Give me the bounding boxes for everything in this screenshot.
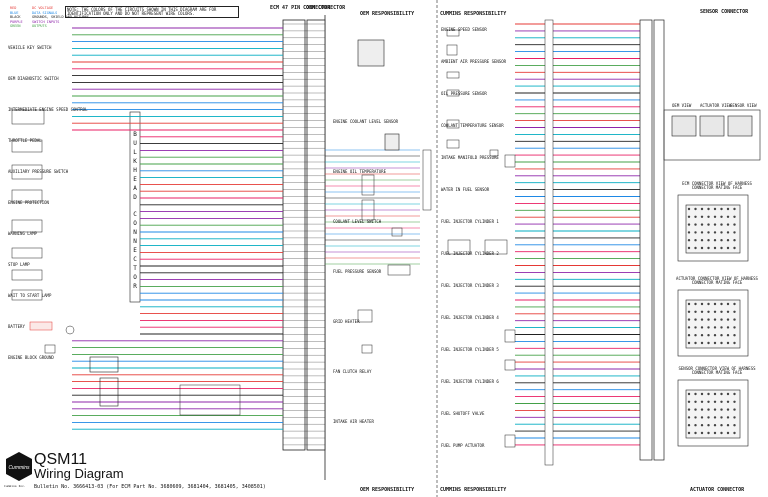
component-label: INTAKE MANIFOLD PRESSURE bbox=[441, 155, 499, 160]
connector-letter: R bbox=[133, 283, 137, 290]
component-label: ENGINE BLOCK GROUND bbox=[8, 355, 54, 360]
color-key-meaning: SWITCH INPUTS bbox=[32, 19, 60, 24]
oem-connector-title: OEM CONNECTOR bbox=[306, 5, 346, 11]
component-label: ENGINE COOLANT LEVEL SENSOR bbox=[333, 119, 399, 124]
component-label: WAIT TO START LAMP bbox=[8, 293, 52, 298]
connector-letter: E bbox=[133, 247, 137, 254]
cummins-responsibility-top: CUMMINS RESPONSIBILITY bbox=[440, 11, 507, 17]
component-label: FAN CLUTCH RELAY bbox=[333, 369, 372, 374]
sensor-view-title: SENSOR VIEW bbox=[730, 103, 757, 108]
component-label: FUEL INJECTOR CYLINDER 5 bbox=[441, 347, 499, 352]
bulkhead-letter: K bbox=[133, 158, 137, 165]
color-key-label: BLUE bbox=[10, 10, 19, 15]
component-label: FUEL PUMP ACTUATOR bbox=[441, 443, 485, 448]
sensor-connector-title: SENSOR CONNECTOR bbox=[700, 9, 749, 15]
component-label: FUEL INJECTOR CYLINDER 2 bbox=[441, 251, 499, 256]
component-label: STOP LAMP bbox=[8, 262, 30, 267]
component-label: FUEL INJECTOR CYLINDER 3 bbox=[441, 283, 499, 288]
component-label: THROTTLE PEDAL bbox=[8, 138, 42, 143]
color-key-label: GREEN bbox=[10, 24, 21, 28]
bulkhead-letter: A bbox=[133, 185, 137, 192]
component-label: WARNING LAMP bbox=[8, 231, 37, 236]
connector-letter: N bbox=[133, 238, 137, 245]
connector-letter: C bbox=[133, 256, 137, 263]
logo-caption: Cummins Inc. bbox=[4, 484, 26, 488]
component-label: FUEL INJECTOR CYLINDER 4 bbox=[441, 315, 499, 320]
component-label: ENGINE PROTECTION bbox=[8, 200, 49, 205]
color-key-label: BLACK bbox=[10, 15, 21, 19]
diagram-model-title: QSM11 bbox=[34, 451, 88, 468]
connector-letter: O bbox=[133, 274, 137, 281]
connector-letter: O bbox=[133, 220, 137, 227]
bulkhead-letter: D bbox=[133, 194, 137, 201]
color-key-label: PURPLE bbox=[10, 19, 23, 24]
component-label: ENGINE OIL TEMPERATURE bbox=[333, 169, 386, 174]
sensor-view-caption: SENSOR CONNECTOR VIEW OF HARNESS CONNECT… bbox=[678, 366, 756, 375]
component-label: GRID HEATER bbox=[333, 319, 360, 324]
component-label: FUEL INJECTOR CYLINDER 1 bbox=[441, 219, 499, 224]
actuator-view-title: ACTUATOR VIEW bbox=[700, 103, 732, 108]
component-label: COOLANT TEMPERATURE SENSOR bbox=[441, 123, 504, 128]
oem-responsibility-top: OEM RESPONSIBILITY bbox=[360, 11, 415, 17]
color-key-meaning: DC VOLTAGE bbox=[32, 6, 54, 10]
component-label: INTAKE AIR HEATER bbox=[333, 419, 374, 424]
component-label: AMBIENT AIR PRESSURE SENSOR bbox=[441, 59, 507, 64]
component-label: AUXILIARY PRESSURE SWITCH bbox=[8, 169, 69, 174]
component-label: WATER IN FUEL SENSOR bbox=[441, 187, 490, 192]
component-label: FUEL PRESSURE SENSOR bbox=[333, 269, 382, 274]
ecm-connector-title: ECM 47 PIN CONNECTOR bbox=[270, 5, 331, 11]
connector-letter: C bbox=[133, 211, 137, 218]
bulkhead-letter: L bbox=[133, 149, 137, 156]
component-label: ENGINE SPEED SENSOR bbox=[441, 27, 487, 32]
component-label: FUEL SHUTOFF VALVE bbox=[441, 411, 485, 416]
actuator-view-caption: ACTUATOR CONNECTOR VIEW OF HARNESS CONNE… bbox=[676, 276, 758, 285]
diagram-subtitle: Wiring Diagram bbox=[34, 466, 124, 481]
component-label: COOLANT LEVEL SWITCH bbox=[333, 219, 382, 224]
connector-letter: T bbox=[133, 265, 137, 272]
oem-responsibility-bottom: OEM RESPONSIBILITY bbox=[360, 487, 415, 493]
actuator-connector-title: ACTUATOR CONNECTOR bbox=[690, 487, 745, 493]
color-key-meaning: DATA SIGNALS bbox=[32, 10, 58, 15]
oem-view-title: OEM VIEW bbox=[672, 103, 692, 108]
color-key-meaning: GROUNDS, SHIELD AND RETURNS bbox=[32, 15, 89, 19]
component-label: BATTERY bbox=[8, 324, 25, 329]
bulkhead-letter: E bbox=[133, 176, 137, 183]
svg-text:Cummins: Cummins bbox=[8, 465, 30, 471]
component-label: OEM DIAGNOSTIC SWITCH bbox=[8, 76, 59, 81]
bulletin-number: Bulletin No. 3666413-03 (For ECM Part No… bbox=[34, 484, 266, 490]
bulkhead-letter: U bbox=[133, 140, 137, 147]
color-key-meaning: OUTPUTS bbox=[32, 24, 47, 28]
component-label: FUEL INJECTOR CYLINDER 6 bbox=[441, 379, 499, 384]
bulkhead-letter: H bbox=[133, 167, 137, 174]
component-label: OIL PRESSURE SENSOR bbox=[441, 91, 487, 96]
cummins-responsibility-bottom: CUMMINS RESPONSIBILITY bbox=[440, 487, 507, 493]
connector-letter: N bbox=[133, 229, 137, 236]
note-box: NOTE: THE COLORS OF THE CIRCUITS SHOWN I… bbox=[65, 6, 239, 18]
cummins-logo: Cummins bbox=[6, 452, 32, 481]
component-label: VEHICLE KEY SWITCH bbox=[8, 45, 52, 50]
bulkhead-letter: B bbox=[133, 131, 137, 138]
color-key-label: RED bbox=[10, 6, 17, 10]
ecm-view-caption: ECM CONNECTOR VIEW OF HARNESS CONNECTOR … bbox=[682, 181, 752, 190]
component-label: INTERMEDIATE ENGINE SPEED CONTROL bbox=[8, 107, 88, 112]
